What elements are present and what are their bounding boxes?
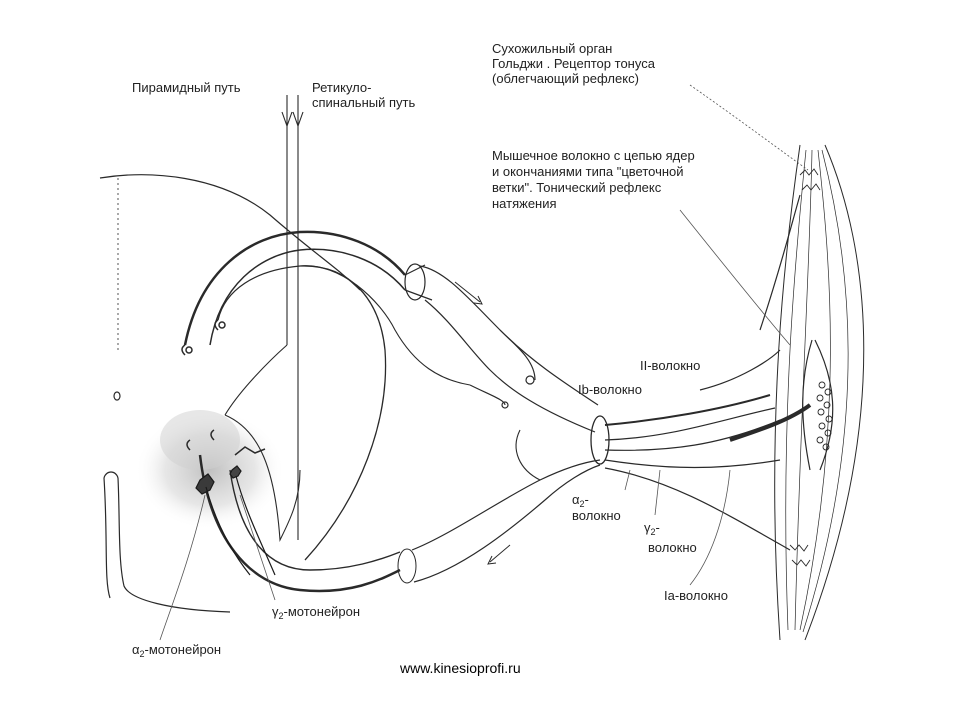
descending-tracts xyxy=(224,95,304,540)
label-alpha2-motoneuron: α2-мотонейрон xyxy=(132,642,221,662)
label-muscle-fiber-4: натяжения xyxy=(492,196,557,211)
label-pointers xyxy=(159,84,809,641)
direction-arrows xyxy=(454,281,511,565)
gamma2-fiber-subscript: 2 xyxy=(650,527,656,537)
synapse-endings xyxy=(181,319,266,456)
label-alpha2-fiber-word: волокно xyxy=(572,508,621,523)
dorsal-root-fibers xyxy=(183,230,471,561)
label-gamma2-fiber-word: волокно xyxy=(648,540,697,555)
alpha2-fiber-symbol: α xyxy=(572,492,580,507)
alpha2-mn-word: -мотонейрон xyxy=(144,642,222,657)
spinal-cord xyxy=(99,174,361,613)
label-ii-fiber: II-волокно xyxy=(640,358,701,373)
alpha2-motoneuron-body xyxy=(195,473,215,495)
ventral-root-fibers xyxy=(198,429,601,593)
label-alpha2-fiber: α2- xyxy=(572,492,589,512)
distal-fibers xyxy=(604,194,812,551)
gamma2-motoneuron-body xyxy=(229,465,242,479)
label-reticulospinal-1: Ретикуло- xyxy=(312,80,372,95)
alpha2-mn-subscript: 2 xyxy=(139,649,145,659)
motor-neurons xyxy=(195,465,276,576)
ventral-horn-outline xyxy=(224,414,301,543)
label-muscle-fiber-1: Мышечное волокно с цепью ядер xyxy=(492,148,695,163)
gamma2-mn-symbol: γ xyxy=(272,604,279,619)
dorsal-root-ganglion xyxy=(404,263,599,433)
alpha2-mn-symbol: α xyxy=(132,642,140,657)
label-ib-fiber: Ib-волокно xyxy=(578,382,642,397)
gamma2-mn-subscript: 2 xyxy=(278,611,284,621)
alpha2-fiber-dash: - xyxy=(584,492,589,507)
gamma2-mn-word: -мотонейрон xyxy=(283,604,361,619)
muscle xyxy=(774,144,865,641)
spindle-receptor xyxy=(789,168,833,567)
gamma2-fiber-dash: - xyxy=(655,520,660,535)
label-pyramidal-tract: Пирамидный путь xyxy=(132,80,241,95)
label-reticulospinal-2: спинальный путь xyxy=(312,95,416,110)
label-muscle-fiber-3: ветки". Тонический рефлекс xyxy=(492,180,662,195)
label-muscle-fiber-2: и окончаниями типа "цветочной xyxy=(492,164,684,179)
source-url: www.kinesioprofi.ru xyxy=(400,660,521,676)
alpha2-fiber-subscript: 2 xyxy=(579,499,585,509)
label-gamma2-fiber: γ2- xyxy=(644,520,660,540)
grey-matter xyxy=(135,410,285,530)
label-gamma2-motoneuron: γ2-мотонейрон xyxy=(272,604,360,624)
gamma2-fiber-symbol: γ xyxy=(644,520,651,535)
label-golgi-organ-3: (облегчающий рефлекс) xyxy=(492,71,639,86)
label-ia-fiber: Ia-волокно xyxy=(664,588,728,603)
label-golgi-organ-2: Гольджи . Рецептор тонуса xyxy=(492,56,655,71)
label-golgi-organ-1: Сухожильный орган xyxy=(492,41,613,56)
